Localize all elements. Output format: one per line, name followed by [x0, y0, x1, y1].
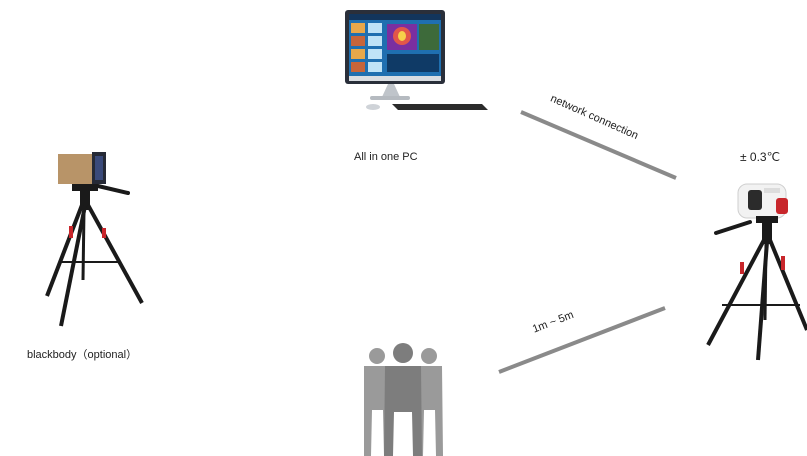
accuracy-label: ± 0.3℃ [740, 150, 781, 164]
all-in-one-pc-icon [345, 10, 488, 110]
people-group-icon [364, 343, 443, 456]
network-connection-line [520, 110, 677, 180]
blackbody-on-tripod-icon [45, 152, 144, 327]
blackbody-label: blackbody（optional） [27, 349, 138, 361]
distance-line [498, 306, 666, 374]
thermal-camera-on-tripod-icon [706, 183, 807, 361]
pc-label: All in one PC [354, 151, 418, 163]
